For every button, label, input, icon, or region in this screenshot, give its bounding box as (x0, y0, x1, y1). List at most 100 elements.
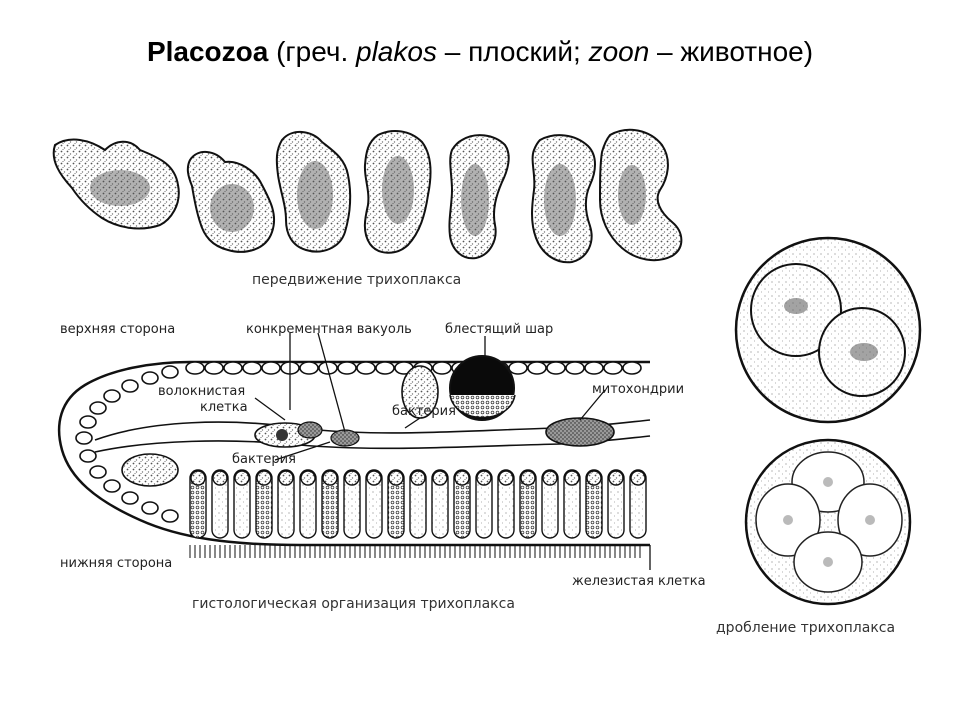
lower-columnar-cell (409, 469, 427, 539)
upper-epithelial-cell (527, 361, 547, 375)
label-fibrous-cell-2: клетка (200, 400, 248, 415)
title-mid-1: – плоский; (436, 36, 589, 67)
title-term-plakos: plakos (356, 36, 437, 67)
lower-columnar-cell (255, 469, 273, 539)
upper-epithelial-cell (356, 361, 376, 375)
caption-histology: гистологическая организация трихоплакса (192, 596, 515, 612)
title-open: (греч. (268, 36, 357, 67)
trichoplax-shape-1 (52, 138, 180, 230)
upper-epithelial-cell (185, 361, 205, 375)
upper-epithelial-cell (242, 361, 262, 375)
label-shiny-ball: блестящий шар (445, 322, 554, 337)
cell-nucleus (564, 470, 580, 486)
cell-nucleus (630, 470, 646, 486)
label-fibrous-cell-1: волокнистая (158, 384, 246, 399)
trichoplax-shape-2 (186, 151, 276, 253)
upper-epithelial-cell (299, 361, 319, 375)
cell-nucleus (432, 470, 448, 486)
edge-cell (103, 389, 121, 403)
upper-epithelial-cell (603, 361, 623, 375)
cell-nucleus (454, 470, 470, 486)
edge-cell (141, 371, 159, 385)
label-lower-side: нижняя сторона (60, 556, 173, 571)
upper-epithelial-cell (622, 361, 642, 375)
upper-epithelial-cell (584, 361, 604, 375)
lower-columnar-cell (585, 469, 603, 539)
edge-cell (79, 415, 97, 429)
upper-epithelial-cell (432, 361, 452, 375)
cell-nucleus (344, 470, 360, 486)
edge-cell (161, 509, 179, 523)
cell-nucleus (498, 470, 514, 486)
lower-columnar-cell (277, 469, 295, 539)
label-upper-side: верхняя сторона (60, 322, 176, 337)
lower-columnar-cell (431, 469, 449, 539)
edge-cell (103, 479, 121, 493)
lower-columnar-cell (475, 469, 493, 539)
lower-columnar-cell (607, 469, 625, 539)
lower-columnar-cell (343, 469, 361, 539)
cell-nucleus (608, 470, 624, 486)
cell-nucleus (388, 470, 404, 486)
pointer-lines (254, 332, 651, 570)
label-mitochondria: митохондрии (592, 382, 685, 397)
edge-cell (141, 501, 159, 515)
upper-epithelial-cell (204, 361, 224, 375)
upper-epithelial-cell (508, 361, 528, 375)
label-bacterium-upper: бактерия (392, 404, 456, 419)
cell-nucleus (366, 470, 382, 486)
movement-cores (90, 156, 646, 236)
lower-columnar-cell (563, 469, 581, 539)
lower-columnar-cell (321, 469, 339, 539)
trichoplax-shape-7 (598, 128, 683, 262)
edge-cell (79, 449, 97, 463)
cell-nucleus (278, 470, 294, 486)
lower-columnar-cell (233, 469, 251, 539)
lower-columnar-cell (211, 469, 229, 539)
upper-epithelial-cell (261, 361, 281, 375)
upper-epithelial-cell (375, 361, 395, 375)
cell-nucleus (234, 470, 250, 486)
cell-nucleus (322, 470, 338, 486)
lower-columnar-cell (519, 469, 537, 539)
edge-cell (89, 401, 107, 415)
lower-columnar-cell (365, 469, 383, 539)
lower-columnar-cell (453, 469, 471, 539)
title-taxon: Placozoa (146, 36, 269, 67)
title-mid-2: – животное) (649, 36, 814, 67)
edge-cell (161, 365, 179, 379)
lower-columnar-cell (629, 469, 647, 539)
page-title: Placozoa (греч. plakos – плоский; zoon –… (0, 34, 960, 70)
caption-cleavage: дробление трихоплакса (716, 620, 896, 636)
trichoplax-shape-6 (531, 134, 596, 264)
lower-columnar-cell (189, 469, 207, 539)
cell-nucleus (410, 470, 426, 486)
edge-cell (121, 379, 139, 393)
cleavage-two-cell (734, 236, 922, 424)
lower-columnar-cell (299, 469, 317, 539)
caption-movement: передвижение трихоплакса (252, 272, 462, 288)
lower-columnar-cell (497, 469, 515, 539)
cell-nucleus (300, 470, 316, 486)
upper-epithelial-cell (223, 361, 243, 375)
label-concrement-vacuole: конкрементная вакуоль (246, 322, 412, 337)
cell-nucleus (212, 470, 228, 486)
cell-nucleus (190, 470, 206, 486)
label-bacterium-lower: бактерия (232, 452, 296, 467)
histology-section (57, 332, 651, 570)
cell-nucleus (256, 470, 272, 486)
upper-epithelial-cell (565, 361, 585, 375)
section-outline (57, 360, 650, 547)
cleavage-four-cell (744, 438, 912, 606)
cell-nucleus (520, 470, 536, 486)
edge-cell (121, 491, 139, 505)
upper-epithelial-cell (337, 361, 357, 375)
trichoplax-shape-4 (363, 129, 432, 254)
trichoplax-shape-3 (275, 131, 352, 253)
edge-cell (75, 431, 93, 445)
edge-cell (89, 465, 107, 479)
cell-nucleus (476, 470, 492, 486)
trichoplax-shape-5 (448, 134, 510, 260)
lower-columnar-cell (541, 469, 559, 539)
